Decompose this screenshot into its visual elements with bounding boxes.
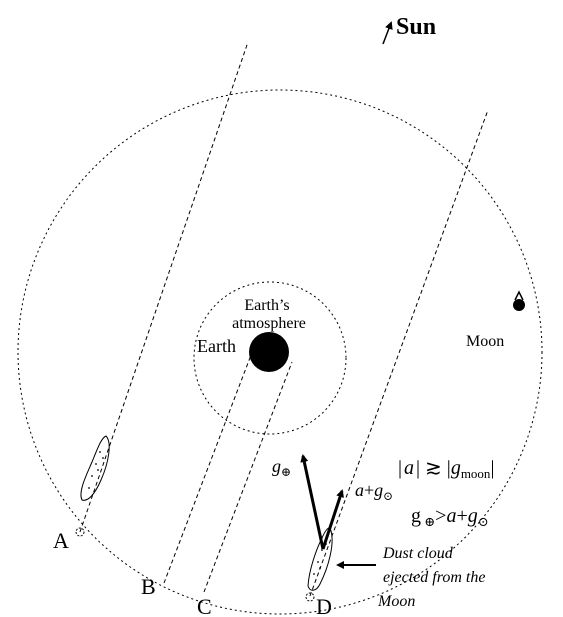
condition1-bar1: | xyxy=(398,457,402,479)
vector-g-earth xyxy=(300,454,325,550)
vector-a-plus-g-sun-label-sub: ⊙ xyxy=(383,489,393,503)
earth xyxy=(249,332,289,372)
trajectory-line-d xyxy=(309,109,489,597)
point-label-c: C xyxy=(197,594,212,617)
moon xyxy=(513,299,525,311)
condition2-sub2: ⊙ xyxy=(478,514,489,529)
sun-label: Sun xyxy=(396,14,436,40)
atmosphere-label-line1: Earth’s xyxy=(244,297,289,314)
condition2-plus: + xyxy=(456,505,467,527)
condition-earth-gravity-dominance: g ⊕>a+g⊙ xyxy=(411,505,489,529)
trajectory-line-a xyxy=(79,41,249,533)
vector-g-earth-label: g⊕ xyxy=(272,456,291,479)
trajectory-line-c xyxy=(203,361,293,593)
condition2-a: a xyxy=(446,505,456,527)
dust-cloud-a-particles xyxy=(88,451,104,489)
atmosphere-label: Earth’s atmosphere xyxy=(232,297,306,332)
dust-cloud-label-line2: ejected from the xyxy=(383,569,485,586)
vector-a-plus-g-sun-label-plus: + xyxy=(364,480,374,500)
vector-a-plus-g-sun xyxy=(321,489,344,550)
earth-label: Earth xyxy=(197,336,236,356)
atmosphere-label-line2: atmosphere xyxy=(232,315,306,332)
vector-a-plus-g-sun-label: a+g⊙ xyxy=(355,480,393,503)
condition2-gt: > xyxy=(435,505,446,527)
condition1-relation: ≳ xyxy=(420,457,447,479)
condition1-bar4: | xyxy=(490,457,494,479)
vector-g-earth-label-sub: ⊕ xyxy=(281,465,291,479)
dust-cloud-label: Dust cloud ejected from the Moon xyxy=(377,545,489,610)
condition1-bar2: | xyxy=(416,457,420,479)
dust-cloud-label-line1: Dust cloud xyxy=(382,545,454,562)
earth-atmosphere xyxy=(193,281,347,435)
point-label-d: D xyxy=(316,594,332,617)
condition2-g: g xyxy=(411,505,421,527)
condition1-g: g xyxy=(451,457,461,479)
dust-cloud-d xyxy=(307,527,333,591)
condition1-a: a xyxy=(404,457,414,479)
dust-source-a xyxy=(75,527,85,537)
dust-source-d xyxy=(305,592,315,602)
condition2-sub1: ⊕ xyxy=(421,514,435,529)
dust-cloud-label-line3: Moon xyxy=(377,593,415,610)
moon-motion-arrow xyxy=(514,290,524,301)
condition-acceleration-vs-moon-gravity: |a| ≳ |gmoon| xyxy=(398,457,494,481)
vector-a-plus-g-sun-label-a: a xyxy=(355,480,364,500)
vector-g-earth-label-base: g xyxy=(272,456,281,476)
moon-label: Moon xyxy=(466,333,504,350)
point-label-a: A xyxy=(53,528,69,553)
vector-a-plus-g-sun-label-g: g xyxy=(374,480,383,500)
condition2-g2: g xyxy=(468,505,478,527)
dust-cloud-a xyxy=(80,435,110,501)
point-label-b: B xyxy=(141,574,156,599)
sun-direction-arrow xyxy=(382,21,393,45)
condition1-sub: moon xyxy=(461,466,491,481)
moon-orbit xyxy=(17,89,543,615)
trajectory-line-b xyxy=(163,341,257,584)
condition1-bar3: | xyxy=(447,457,451,479)
